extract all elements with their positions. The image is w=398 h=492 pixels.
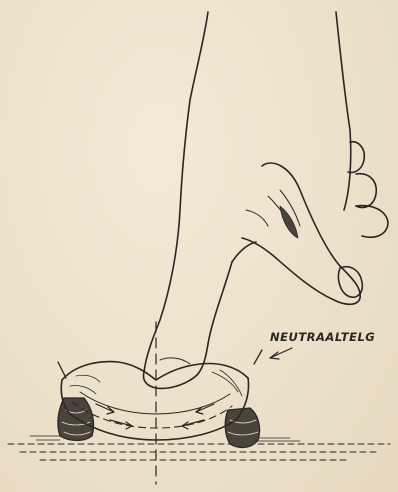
label-leader-arrow bbox=[270, 348, 292, 359]
neutral-axis-label: NEUTRAALTELG bbox=[270, 330, 375, 344]
neutral-axis-line bbox=[72, 402, 232, 428]
right-support bbox=[225, 408, 259, 447]
ground-lines bbox=[8, 444, 390, 460]
